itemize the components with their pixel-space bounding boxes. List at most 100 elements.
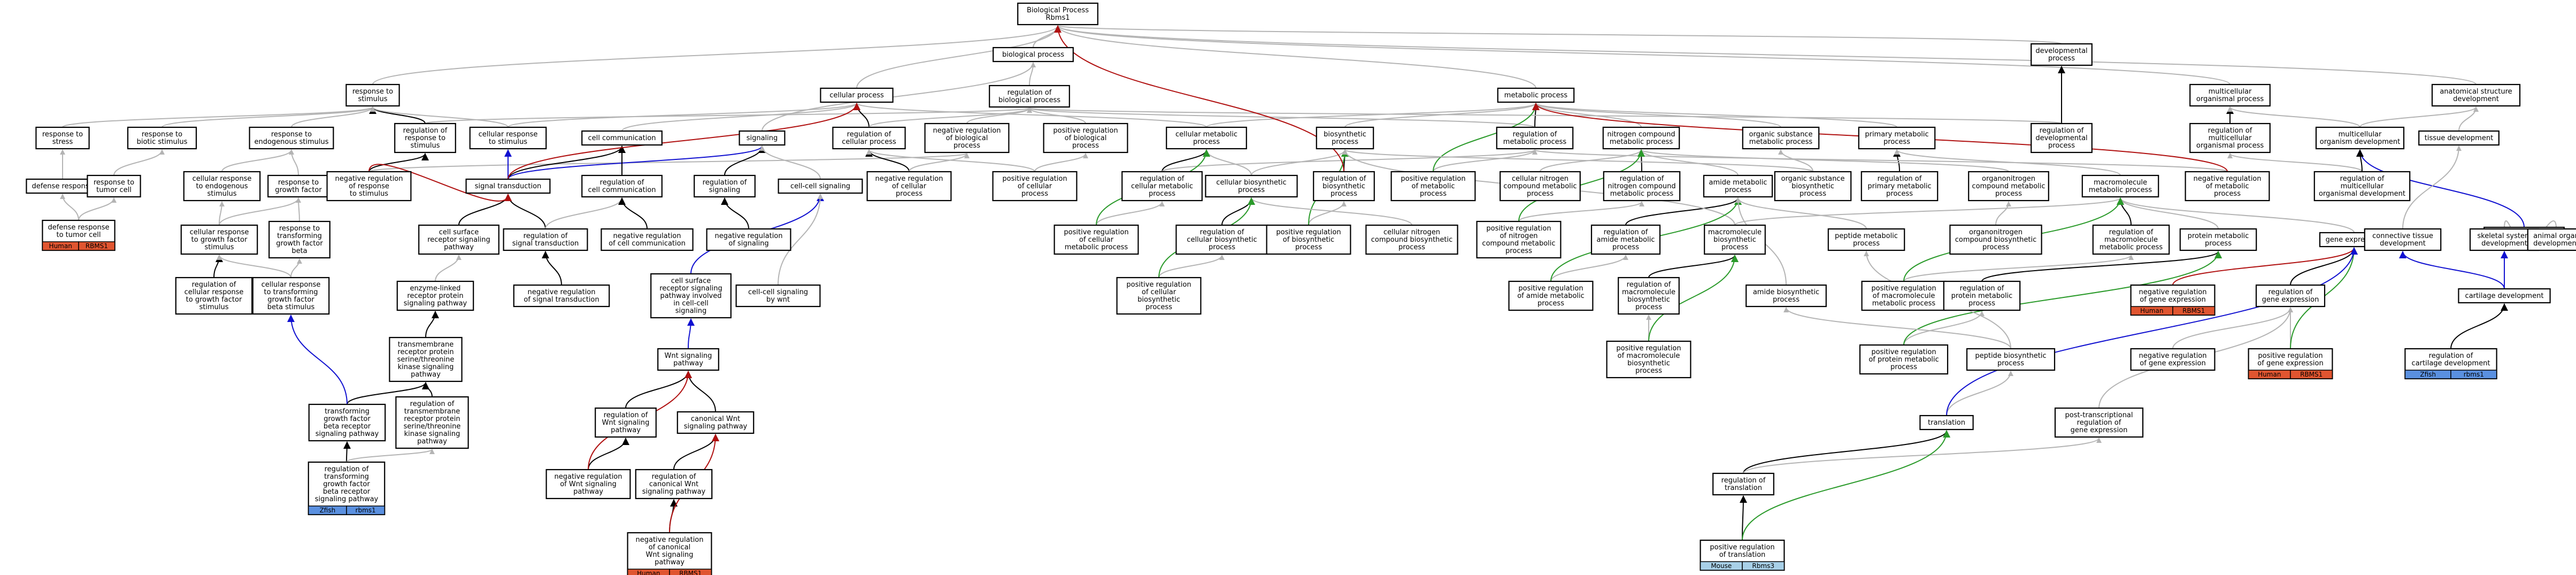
go-term-def_resp[interactable]: defense response	[26, 178, 99, 194]
go-term-signaling[interactable]: signaling	[739, 130, 786, 146]
go-term-translation[interactable]: translation	[1919, 415, 1974, 431]
go-term-cellproc[interactable]: cellular process	[820, 87, 894, 103]
go-term-cell_comm[interactable]: cell communication	[581, 130, 663, 146]
go-term-cartilage_dev[interactable]: cartilage development	[2458, 288, 2551, 304]
go-term-reg_macromol_biosyn[interactable]: regulation ofmacromoleculebiosyntheticpr…	[1618, 277, 1680, 315]
go-term-tissue_dev[interactable]: tissue development	[2418, 130, 2500, 146]
go-term-metproc[interactable]: metabolic process	[1497, 87, 1575, 103]
go-term-cell_cell_sig[interactable]: cell-cell signaling	[778, 178, 863, 194]
go-term-sig_trans[interactable]: signal transduction	[465, 178, 551, 194]
go-term-bioproc[interactable]: biological process	[993, 47, 1074, 63]
